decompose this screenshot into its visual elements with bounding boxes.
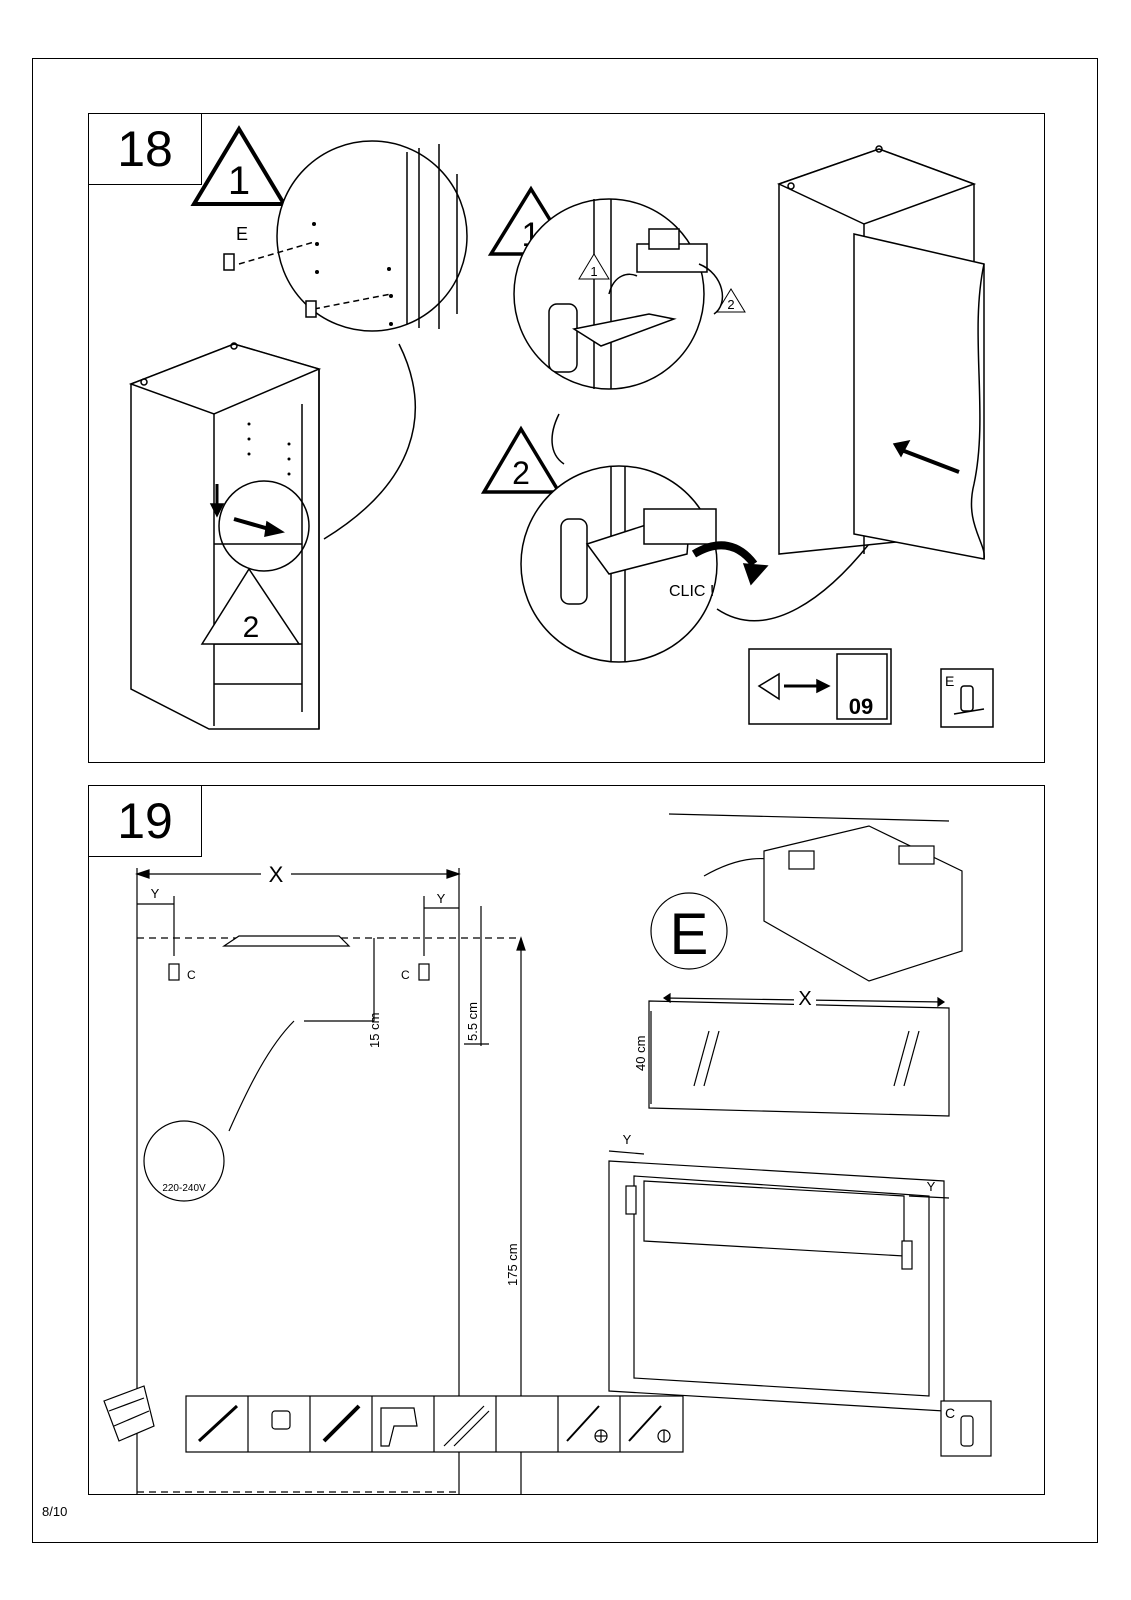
step-18-illustration: 1 E bbox=[128, 125, 994, 730]
tape-measure-icon bbox=[271, 1410, 291, 1430]
svg-text:E: E bbox=[236, 224, 248, 244]
pencil-icon bbox=[197, 1404, 239, 1443]
svg-text:Y: Y bbox=[151, 886, 160, 901]
mirror-drawing: X 40 cm bbox=[633, 813, 950, 1117]
svg-text:C: C bbox=[187, 968, 196, 982]
saw-icon bbox=[322, 1404, 361, 1443]
svg-text:C: C bbox=[401, 968, 410, 982]
hinge-step-2: 2 CLIC ! bbox=[480, 425, 769, 663]
svg-text:40 cm: 40 cm bbox=[633, 1036, 648, 1071]
step-number: 18 bbox=[89, 114, 202, 185]
svg-text:220-240V: 220-240V bbox=[162, 1183, 206, 1194]
svg-text:2: 2 bbox=[243, 611, 260, 644]
tools-row bbox=[103, 1385, 684, 1453]
svg-text:5.5 cm: 5.5 cm bbox=[465, 1002, 480, 1041]
svg-text:E: E bbox=[670, 902, 709, 967]
svg-text:CLIC !: CLIC ! bbox=[669, 583, 714, 600]
svg-text:09: 09 bbox=[849, 694, 873, 719]
part-box-E: E bbox=[940, 668, 994, 728]
svg-text:X: X bbox=[798, 988, 811, 1010]
svg-text:Y: Y bbox=[927, 1179, 936, 1194]
svg-text:175 cm: 175 cm bbox=[505, 1243, 520, 1286]
svg-text:15 cm: 15 cm bbox=[367, 1013, 382, 1048]
warning-triangle-icon: 1 bbox=[190, 125, 288, 206]
svg-text:2: 2 bbox=[727, 297, 734, 312]
step-number: 19 bbox=[89, 786, 202, 857]
svg-text:Y: Y bbox=[437, 891, 446, 906]
svg-text:X: X bbox=[269, 862, 284, 887]
svg-text:2: 2 bbox=[512, 455, 530, 491]
phillips-screwdriver-icon bbox=[566, 1405, 608, 1443]
drill-icon bbox=[380, 1407, 418, 1447]
page-number: 8/10 bbox=[42, 1504, 68, 1519]
step-18-panel: 18 1 E bbox=[88, 113, 1045, 763]
svg-text:1: 1 bbox=[590, 264, 597, 279]
page-frame bbox=[32, 58, 1098, 1543]
part-box-C: C bbox=[940, 1400, 992, 1457]
flat-screwdriver-icon bbox=[628, 1405, 671, 1443]
part-circle-E: E bbox=[650, 825, 963, 982]
drill-bit-icon bbox=[443, 1405, 490, 1447]
cabinet-drawing: 2 bbox=[128, 342, 322, 730]
cabinet-door-drawing bbox=[777, 145, 985, 560]
svg-text:1: 1 bbox=[228, 159, 250, 203]
svg-text:E: E bbox=[945, 673, 954, 689]
mirror-back-drawing: Y Y bbox=[608, 1132, 950, 1412]
svg-text:Y: Y bbox=[623, 1132, 632, 1147]
svg-text:C: C bbox=[945, 1405, 955, 1421]
step-19-illustration: X Y Y C C 15 cm 5.5 cm 175 cm bbox=[103, 813, 992, 1494]
step-19-panel: 19 X Y Y C C 15 cm 5.5 cm bbox=[88, 785, 1045, 1495]
hinge-step-1: 1 1 2 bbox=[487, 185, 746, 390]
see-page-09-box: 09 bbox=[748, 648, 892, 725]
